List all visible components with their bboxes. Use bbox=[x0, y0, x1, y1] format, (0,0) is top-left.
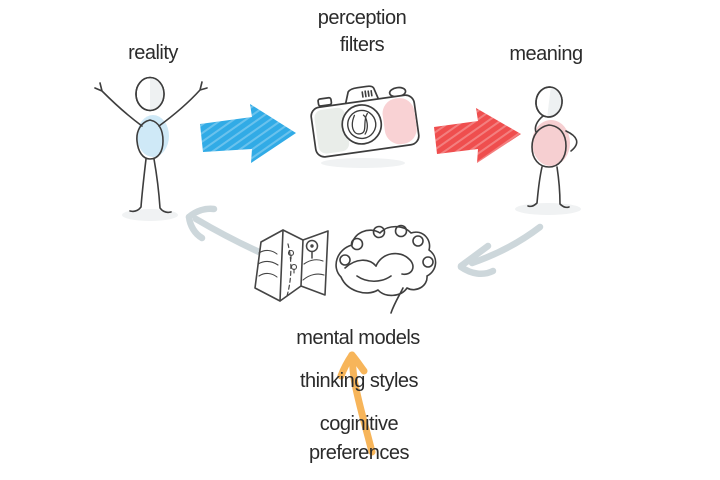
gray-curved-arrow-down-left-icon bbox=[457, 223, 544, 278]
reality-left-leg bbox=[129, 158, 147, 213]
reality-right-leg bbox=[153, 158, 172, 214]
meaning-left-leg bbox=[527, 166, 543, 208]
orange-curved-arrow-up-icon bbox=[337, 351, 376, 456]
thinking-styles-label: thinking styles bbox=[299, 370, 419, 392]
meaning-body-fill bbox=[532, 120, 570, 166]
map-road-dashed bbox=[286, 243, 292, 297]
cognitive-preferences-label-line1: coginitive bbox=[319, 413, 399, 435]
perception-filters-label-line1: perception bbox=[317, 7, 407, 29]
reality-right-arm bbox=[158, 81, 208, 127]
reality-left-arm bbox=[94, 82, 143, 127]
brain-fold-1 bbox=[344, 259, 377, 269]
camera-knob-left bbox=[317, 96, 333, 107]
blue-sketch-arrow-right-icon bbox=[200, 104, 296, 163]
brain-outline bbox=[335, 225, 437, 297]
meaning-torso-outline bbox=[531, 124, 567, 168]
brain-fold-2 bbox=[375, 252, 414, 276]
meaning-right-arm bbox=[565, 130, 578, 152]
camera-icon bbox=[310, 85, 420, 158]
meaning-head-shade bbox=[547, 87, 563, 117]
reality-label: reality bbox=[128, 42, 178, 64]
reality-head-shade bbox=[150, 78, 164, 111]
camera-lens-squiggle bbox=[351, 112, 368, 135]
cognitive-preferences-label: coginitive preferences bbox=[308, 410, 410, 468]
perception-filters-label: perception filters bbox=[317, 5, 407, 59]
map-folds bbox=[279, 229, 304, 302]
person-arms-raised-icon bbox=[94, 76, 208, 214]
brain-stem bbox=[390, 287, 404, 314]
meaning-right-leg bbox=[556, 166, 570, 209]
map-right-roads bbox=[302, 259, 325, 281]
perception-filters-label-line2: filters bbox=[339, 34, 385, 56]
mental-models-label: mental models bbox=[296, 327, 420, 349]
meaning-label: meaning bbox=[509, 43, 583, 65]
gray-curved-arrow-up-left-icon bbox=[185, 205, 272, 260]
camera-lens-inner bbox=[347, 109, 377, 140]
brain-fold-3 bbox=[356, 275, 392, 283]
reality-torso-outline bbox=[136, 119, 164, 160]
folded-map-icon bbox=[254, 229, 329, 302]
camera-pink-panel bbox=[382, 98, 417, 145]
brain-scribble-icon bbox=[335, 224, 437, 314]
red-sketch-arrow-right-icon bbox=[434, 108, 521, 163]
camera-gray-panel bbox=[314, 107, 350, 154]
meaning-left-arm bbox=[534, 115, 544, 133]
cognitive-preferences-label-line2: preferences bbox=[308, 442, 410, 464]
camera-shadow bbox=[321, 158, 405, 168]
meaning-shadow bbox=[515, 203, 581, 215]
map-contours bbox=[257, 249, 279, 278]
camera-brand-mark bbox=[361, 89, 373, 98]
person-thinking-icon bbox=[527, 86, 578, 209]
